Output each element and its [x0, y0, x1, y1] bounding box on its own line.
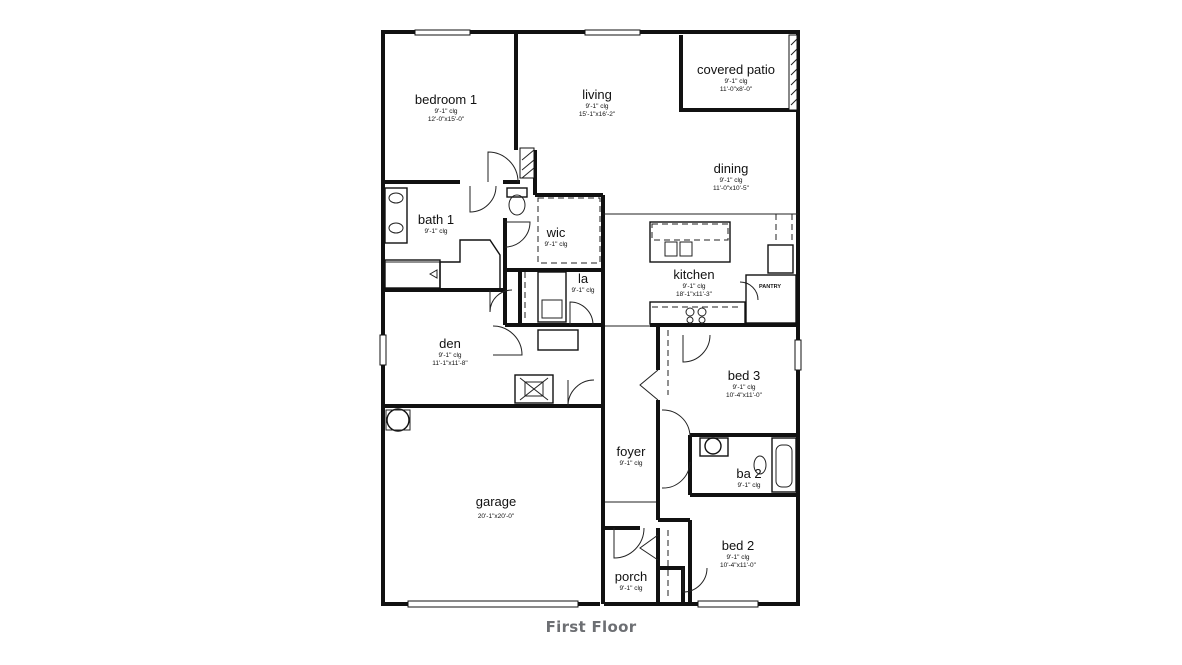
interior-walls — [383, 32, 798, 604]
door-swings — [469, 151, 759, 593]
covered-patio-dim: 11'-0"x8'-0" — [720, 86, 753, 93]
foyer-name: foyer — [617, 444, 647, 459]
bedroom1-clg: 9'-1" clg — [434, 108, 457, 115]
room-labels: bedroom 1 9'-1" clg 12'-0"x15'-0" living… — [415, 62, 781, 592]
bed2-clg: 9'-1" clg — [726, 554, 749, 561]
dining-dim: 11'-0"x10'-5" — [713, 185, 750, 192]
kitchen-name: kitchen — [673, 267, 714, 282]
bed3-name: bed 3 — [728, 368, 761, 383]
covered-patio-clg: 9'-1" clg — [724, 78, 747, 85]
den-name: den — [439, 336, 461, 351]
porch-name: porch — [615, 569, 648, 584]
den-dim: 11'-1"x11'-8" — [432, 360, 468, 367]
bed2-name: bed 2 — [722, 538, 755, 553]
la-name: la — [578, 271, 589, 286]
garage-name: garage — [476, 494, 516, 509]
pantry-label: PANTRY — [759, 284, 781, 290]
porch-clg: 9'-1" clg — [619, 585, 642, 592]
fixtures — [384, 187, 798, 596]
dining-name: dining — [714, 161, 749, 176]
kitchen-dim: 18'-1"x11'-3" — [676, 291, 713, 298]
bath1-clg: 9'-1" clg — [424, 228, 447, 235]
dining-clg: 9'-1" clg — [719, 177, 742, 184]
living-clg: 9'-1" clg — [585, 103, 608, 110]
covered-patio-name: covered patio — [697, 62, 775, 77]
bed3-clg: 9'-1" clg — [732, 384, 755, 391]
den-clg: 9'-1" clg — [438, 352, 461, 359]
floor-caption: First Floor — [545, 618, 637, 636]
wic-name: wic — [546, 225, 566, 240]
la-clg: 9'-1" clg — [571, 287, 594, 294]
bed2-dim: 10'-4"x11'-0" — [720, 562, 757, 569]
ba2-clg: 9'-1" clg — [737, 482, 760, 489]
bed3-dim: 10'-4"x11'-0" — [726, 392, 763, 399]
bedroom1-name: bedroom 1 — [415, 92, 477, 107]
bedroom1-dim: 12'-0"x15'-0" — [428, 116, 465, 123]
ba2-name: ba 2 — [736, 466, 761, 481]
hatched-posts — [519, 34, 798, 179]
living-name: living — [582, 87, 612, 102]
bath1-name: bath 1 — [418, 212, 454, 227]
kitchen-clg: 9'-1" clg — [682, 283, 705, 290]
living-dim: 15'-1"x16'-2" — [579, 111, 616, 118]
foyer-clg: 9'-1" clg — [619, 460, 642, 467]
garage-dim: 20'-1"x20'-0" — [478, 513, 515, 520]
wic-clg: 9'-1" clg — [544, 241, 567, 248]
windows — [379, 29, 802, 608]
